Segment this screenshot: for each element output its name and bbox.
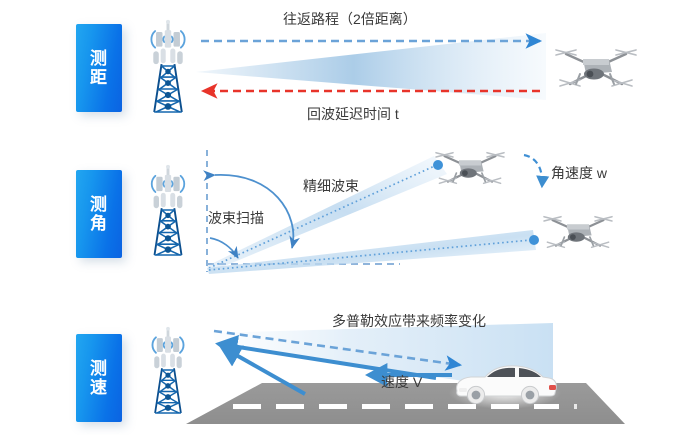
label-velocity: 速度 V (381, 374, 423, 390)
cell-tower-icon (151, 326, 185, 414)
transmit-wave-arrow (213, 329, 463, 371)
fine-beam-lower-axis (208, 239, 532, 271)
badge-ranging[interactable]: 测 距 (76, 24, 122, 112)
fine-beam-lower (207, 230, 536, 274)
drone-icon (543, 215, 613, 249)
label-beam-scan: 波束扫描 (208, 210, 264, 226)
badge-angle-line1: 测 (90, 194, 108, 214)
label-doppler-effect: 多普勒效应带来频率变化 (332, 313, 486, 329)
badge-velocity-line2: 速 (90, 378, 108, 397)
beam-endpoint-lower (529, 235, 539, 245)
label-angular-velocity: 角速度 w (551, 165, 607, 181)
drone-icon (555, 49, 637, 87)
cell-tower-icon (150, 19, 186, 113)
badge-ranging-line2: 距 (90, 68, 108, 87)
doppler-beam-cone (213, 323, 553, 394)
scan-angle-arc (209, 237, 239, 259)
cell-tower-icon (150, 164, 186, 256)
section-velocity-graphics (151, 323, 625, 424)
badge-velocity-line1: 测 (90, 358, 108, 378)
section-angle-graphics (150, 150, 613, 274)
car-icon (449, 365, 561, 409)
ranging-beam-cone (196, 33, 546, 100)
label-fine-beam: 精细波束 (303, 178, 359, 194)
badge-ranging-line1: 测 (90, 48, 108, 68)
beam-endpoint-upper (433, 160, 443, 170)
badge-angle[interactable]: 测 角 (76, 170, 122, 258)
drone-icon (435, 151, 505, 185)
echo-arrow-2 (218, 345, 306, 396)
badge-angle-line2: 角 (90, 214, 108, 233)
echo-arrow-1 (215, 334, 437, 380)
label-round-trip-path: 往返路程（2倍距离） (283, 11, 417, 27)
beam-scan-arc-arrow (203, 170, 300, 249)
angular-velocity-arrow (523, 153, 550, 189)
label-echo-delay-time: 回波延迟时间 t (307, 106, 399, 122)
section-ranging-graphics (150, 19, 637, 113)
fine-beam-upper-axis (208, 163, 440, 269)
badge-velocity[interactable]: 测 速 (76, 334, 122, 422)
